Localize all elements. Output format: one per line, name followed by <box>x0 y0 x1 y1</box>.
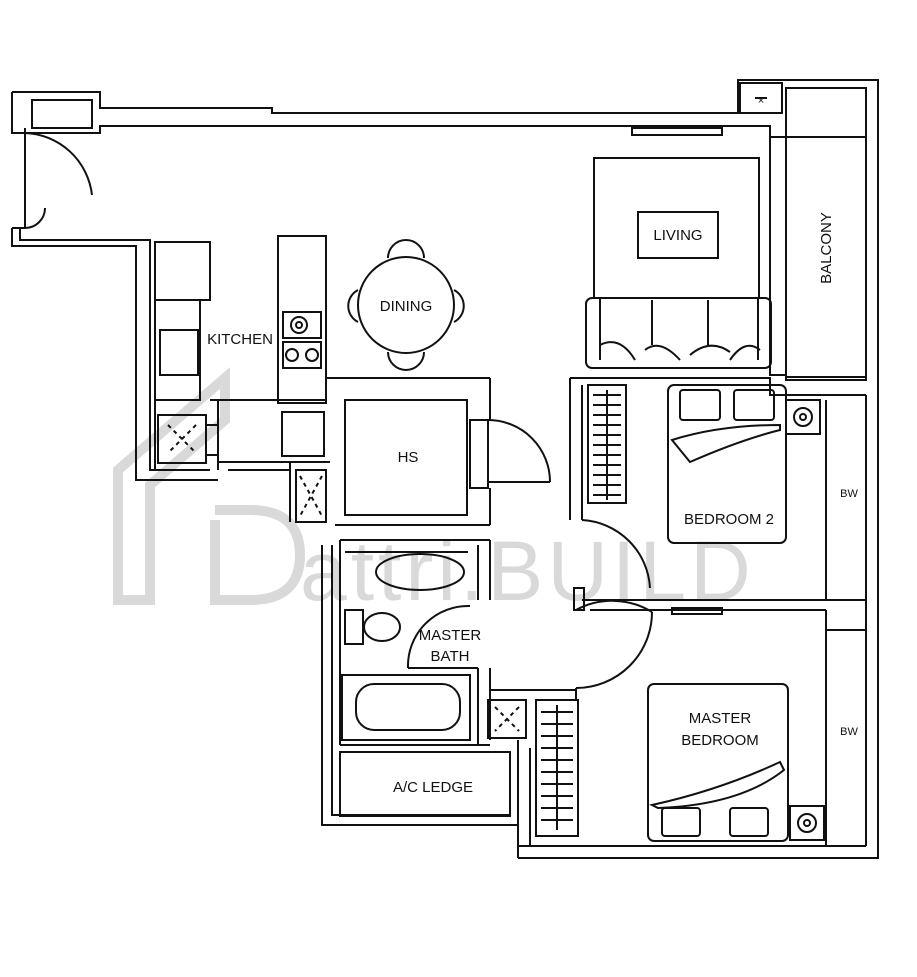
watermark-logo <box>113 367 230 605</box>
dining-table <box>347 239 465 371</box>
living-window <box>631 127 723 136</box>
sofa <box>585 297 772 369</box>
master-bed <box>647 683 789 842</box>
label-master-bath-2: BATH <box>431 648 470 665</box>
label-kitchen: KITCHEN <box>207 331 273 348</box>
label-master-bedroom-2: BEDROOM <box>681 732 759 749</box>
master-bath <box>339 539 575 746</box>
balcony <box>785 136 867 378</box>
outer-walls <box>11 79 879 859</box>
label-master-bedroom-1: MASTER <box>689 710 752 727</box>
watermark-text: attri.BUILD <box>300 524 755 618</box>
bedroom-2 <box>569 377 866 615</box>
watermark-logo-d <box>210 505 306 605</box>
bed-2 <box>667 384 787 544</box>
master-bedroom <box>535 599 866 846</box>
living-area <box>585 157 772 369</box>
balcony-ac-box <box>739 82 783 114</box>
watermark: attri.BUILD <box>113 367 755 618</box>
label-balcony: BALCONY <box>818 212 835 284</box>
label-bw-upper: BW <box>840 488 858 500</box>
ac-ledge <box>339 751 511 817</box>
label-dining: DINING <box>380 298 433 315</box>
label-master-bath-1: MASTER <box>419 627 482 644</box>
label-living: LIVING <box>653 227 702 244</box>
label-bedroom-2: BEDROOM 2 <box>684 511 774 528</box>
entrance-door <box>24 132 93 229</box>
household-shelter <box>325 236 551 526</box>
label-ac-ledge: A/C LEDGE <box>393 779 473 796</box>
balcony-ac-mark: × <box>758 95 764 107</box>
label-bw-lower: BW <box>840 726 858 738</box>
label-hs: HS <box>398 449 419 466</box>
kitchen <box>154 235 330 523</box>
